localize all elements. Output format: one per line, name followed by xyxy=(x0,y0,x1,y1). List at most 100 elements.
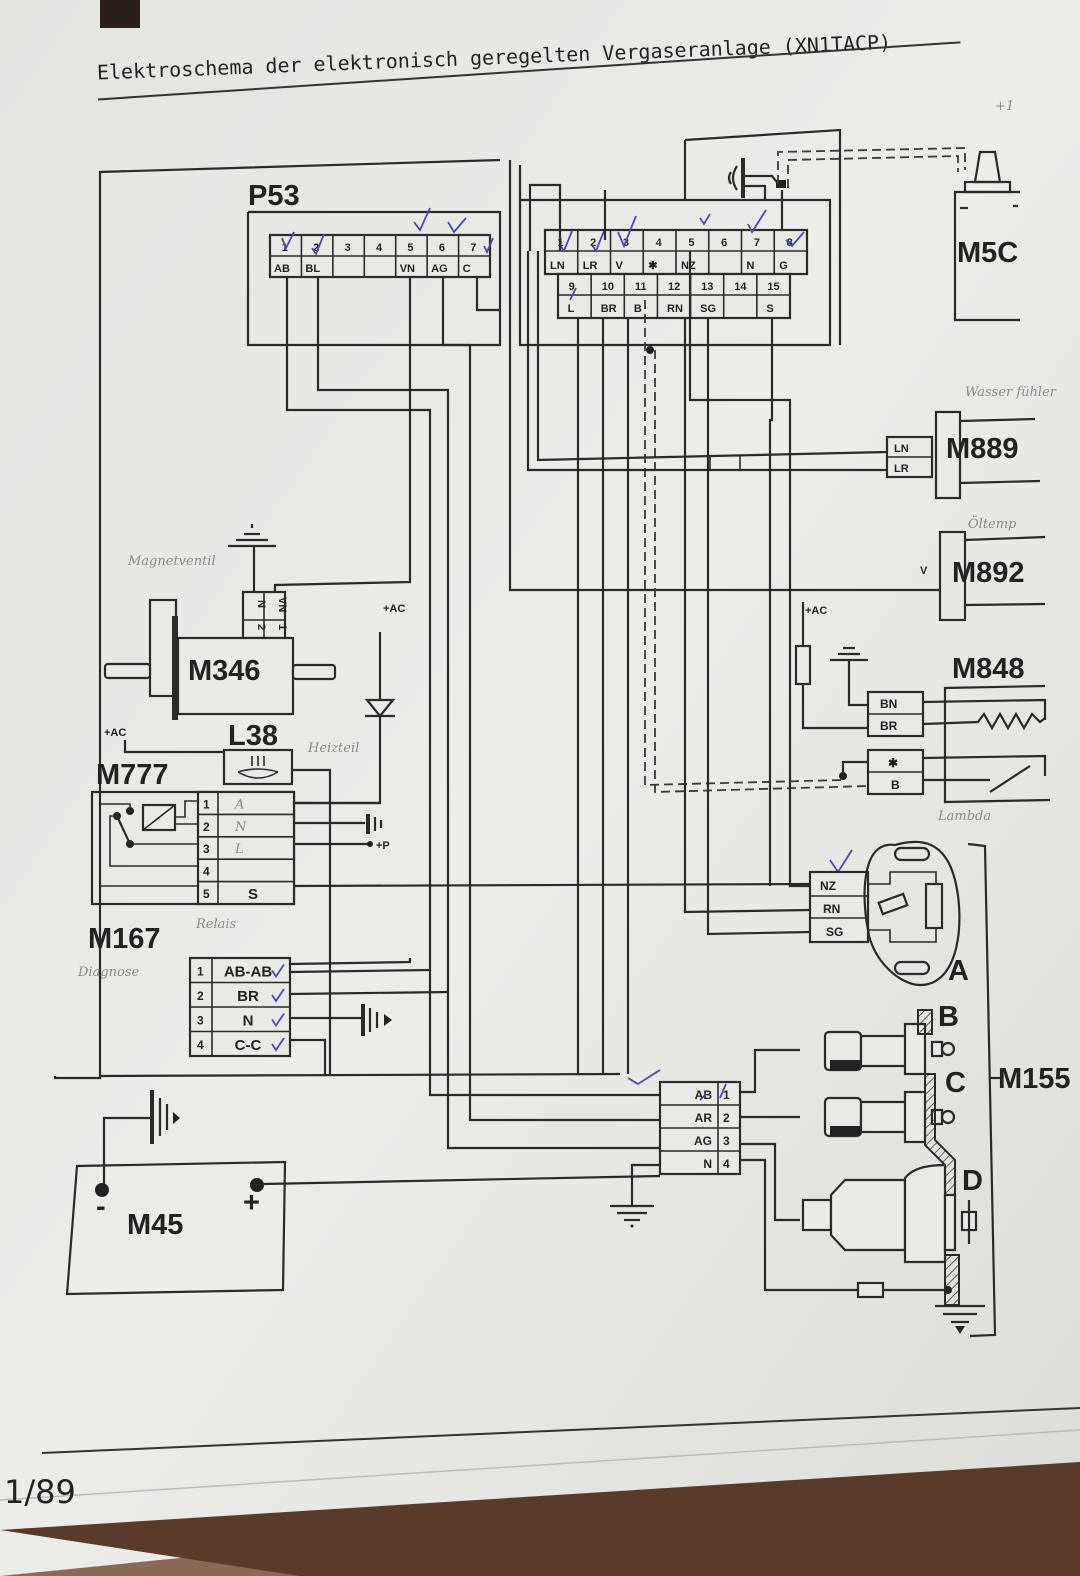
m5c-note: +1 xyxy=(995,99,1014,114)
battery-ground-icon xyxy=(102,1090,180,1184)
l38-heater[interactable]: L38 Heizteil xyxy=(222,720,359,1075)
header-mark xyxy=(100,0,140,28)
m155-conn-pin: 3 xyxy=(723,1134,730,1148)
m889-water-sensor[interactable]: LN LR M889 Wasser fühler xyxy=(885,385,1057,500)
m167-note: Diagnose xyxy=(77,965,140,980)
m889-label: M889 xyxy=(946,433,1019,465)
p53a-pin: 3 xyxy=(345,242,351,254)
m777-ground-icon xyxy=(366,814,383,834)
page-reference: 1/89 xyxy=(4,1473,76,1511)
m45-minus-label: - xyxy=(96,1191,106,1223)
p53a-pin: 7 xyxy=(470,242,476,254)
m777-pin: 4 xyxy=(203,865,210,879)
p53b-pin: 13 xyxy=(701,281,713,293)
m155-conn-wire: AB xyxy=(695,1088,713,1102)
p53b-pin: 5 xyxy=(688,237,694,249)
m155-conn-pin: 1 xyxy=(723,1088,730,1102)
p53b-wire: SG xyxy=(700,303,716,315)
m167-ground-icon xyxy=(361,1004,392,1036)
m848-wire-bn: BN xyxy=(880,697,897,711)
m346-note: Magnetventil xyxy=(127,554,216,569)
p53b-wire: RN xyxy=(667,303,683,315)
m892-note: Öltemp xyxy=(968,515,1017,532)
handwritten-checkmarks xyxy=(281,207,853,1086)
m155-part-a: A xyxy=(948,955,969,987)
p53a-pin: 5 xyxy=(407,242,413,254)
l38-note: Heizteil xyxy=(307,741,359,756)
p53b-wire: B xyxy=(634,303,642,315)
m155-conn-wire: AG xyxy=(694,1134,712,1148)
m848-wire-star: ✱ xyxy=(888,756,898,770)
p53a-pin: 1 xyxy=(282,242,288,254)
m848-note: Lambda xyxy=(937,809,991,824)
m892-oil-sensor[interactable]: V M892 Öltemp xyxy=(920,515,1046,622)
m155-conn-wire: N xyxy=(703,1157,712,1171)
p53a-wire: BL xyxy=(305,263,320,275)
p53b-pin: 15 xyxy=(767,281,779,293)
background-surface xyxy=(0,1462,1080,1576)
m889-wire-ln: LN xyxy=(894,443,909,455)
p53b-wire: L xyxy=(568,303,575,315)
m45-battery[interactable]: - + M45 xyxy=(65,1090,661,1296)
dist-wire-sg: SG xyxy=(826,925,843,939)
p53a-wire: AG xyxy=(431,263,448,275)
actuator-d: D xyxy=(801,1163,983,1264)
footer-rule xyxy=(41,1407,1080,1454)
m777-pin: 5 xyxy=(203,887,210,901)
p53b-wire: ✱ xyxy=(648,260,657,272)
m155-conn-wire: AR xyxy=(695,1111,713,1125)
p53-label: P53 xyxy=(248,180,300,212)
m167-wire: BR xyxy=(237,988,259,1005)
m848-wire-b: B xyxy=(891,778,900,792)
m777-pin: 1 xyxy=(203,797,210,811)
m777-label: M777 xyxy=(96,759,169,791)
p53b-wire: BR xyxy=(601,303,617,315)
p53b-pin: 2 xyxy=(590,237,596,249)
m848-label: M848 xyxy=(952,653,1025,685)
m167-pin: 1 xyxy=(197,965,204,979)
m777-wire: S xyxy=(248,886,258,903)
m892-label: M892 xyxy=(952,557,1025,589)
p53a-pin: 4 xyxy=(376,242,383,254)
m346-wire-n: N xyxy=(255,600,267,608)
m155-conn-pin: 2 xyxy=(723,1111,730,1125)
m892-wire-v: V xyxy=(920,565,928,577)
p53b-wire: S xyxy=(766,303,773,315)
m346-solenoid-valve[interactable]: N VN 2 1 M346 Magnetventil xyxy=(103,345,412,720)
m889-note: Wasser fühler xyxy=(965,385,1057,400)
m155-conn-pin: 4 xyxy=(723,1157,730,1171)
p53a-wire: VN xyxy=(400,263,415,275)
m848-feed-label: +AC xyxy=(805,605,827,617)
m5c-ignition-module[interactable]: M5C +1 xyxy=(953,99,1020,322)
m346-pin-2: 2 xyxy=(255,624,267,630)
p53b-wire: G xyxy=(779,260,788,272)
m45-plus-label: + xyxy=(243,1187,260,1219)
dist-wire-rn: RN xyxy=(823,902,840,916)
p53b-pin: 12 xyxy=(668,281,680,293)
m155-part-d: D xyxy=(962,1165,983,1197)
m889-wire-lr: LR xyxy=(894,463,909,475)
m777-p-label: +P xyxy=(376,840,390,852)
m45-label: M45 xyxy=(127,1209,183,1241)
p53a-pin: 6 xyxy=(439,242,445,254)
m167-label: M167 xyxy=(88,923,161,955)
p53a-wire: C xyxy=(463,263,471,275)
diode-feed-label: +AC xyxy=(383,603,405,615)
p53b-pin: 9 xyxy=(569,281,575,293)
m346-pin-1: 1 xyxy=(276,624,288,630)
sensor-b: B xyxy=(823,1001,959,1076)
m167-pin: 4 xyxy=(197,1038,204,1052)
m155-label: M155 xyxy=(998,1063,1071,1095)
m848-lambda-sensor[interactable]: +AC BN BR ✱ B M848 Lambda xyxy=(794,602,1051,824)
m777-hand-note: A xyxy=(234,797,244,812)
l38-label: L38 xyxy=(228,720,278,752)
m777-hand-note: N xyxy=(234,820,247,835)
